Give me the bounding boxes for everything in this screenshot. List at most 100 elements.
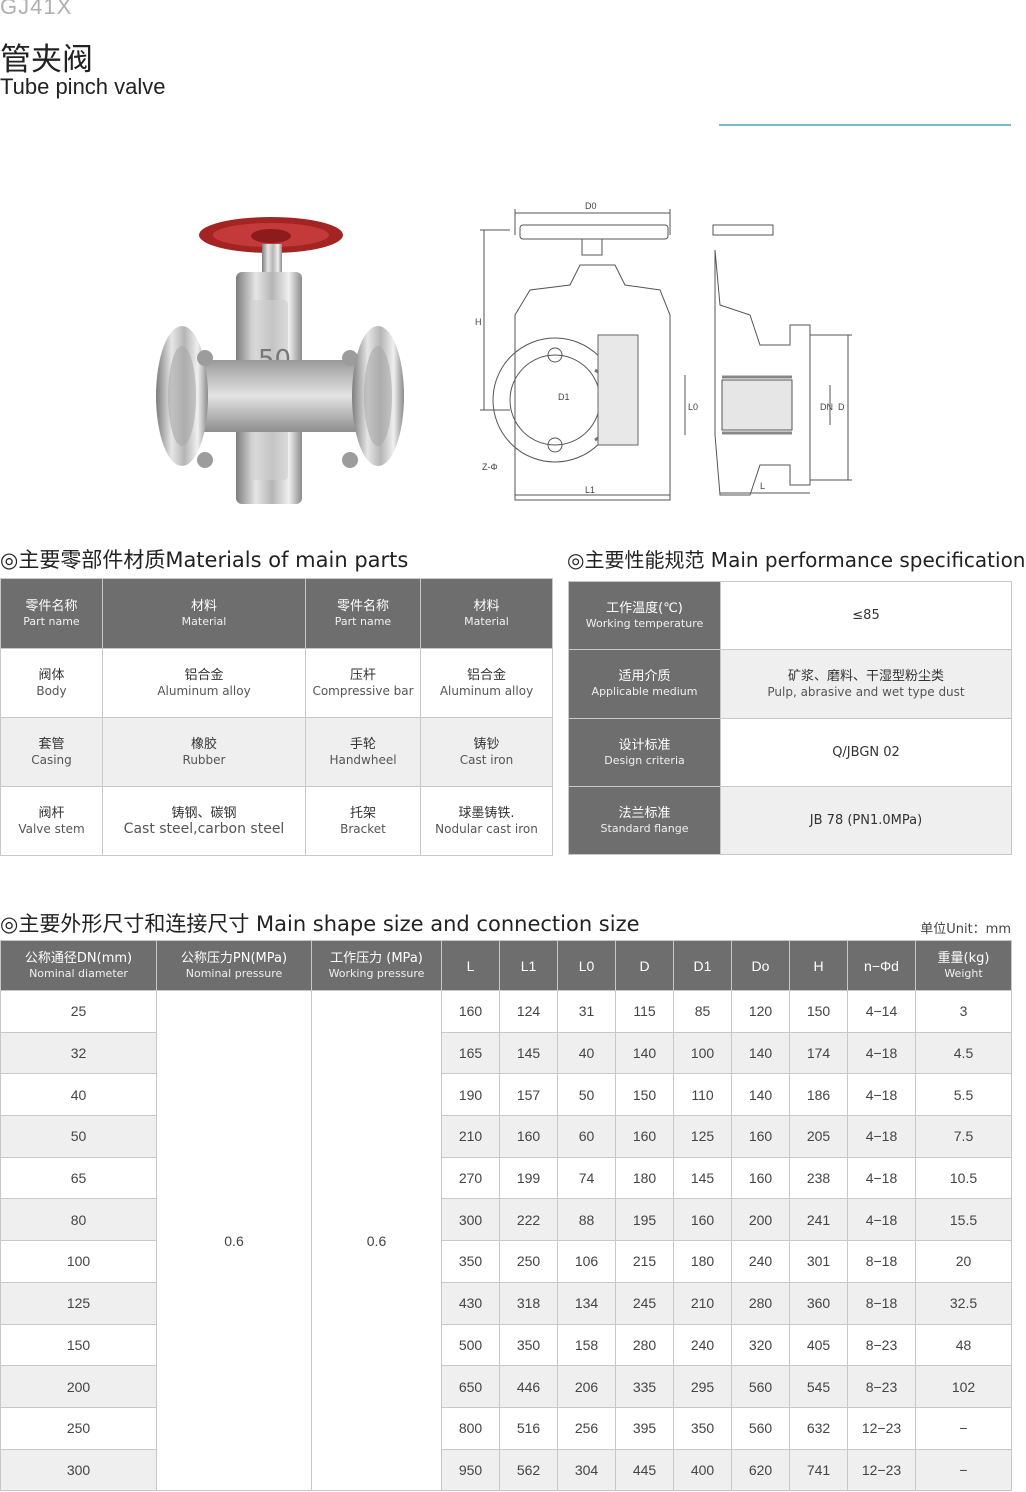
performance-section-title: ◎主要性能规范 Main performance specification bbox=[567, 548, 1026, 572]
dim-cell: 210 bbox=[673, 1281, 732, 1325]
weight-cell: − bbox=[915, 1448, 1012, 1492]
dim-cell: 245 bbox=[615, 1281, 674, 1325]
dim-cell: 157 bbox=[499, 1073, 558, 1117]
dim-cell: 150 bbox=[789, 990, 848, 1033]
dim-cell: 160 bbox=[731, 1156, 790, 1200]
dim-cell: 186 bbox=[789, 1073, 848, 1117]
dn-cell: 200 bbox=[0, 1365, 157, 1408]
weight-cell: 4.5 bbox=[915, 1031, 1012, 1075]
dim-cell: 560 bbox=[731, 1365, 790, 1408]
dim-cell: 304 bbox=[557, 1448, 616, 1492]
dim-cell: 160 bbox=[615, 1115, 674, 1158]
weight-cell: 102 bbox=[915, 1365, 1012, 1408]
dim-cell: 200 bbox=[731, 1198, 790, 1242]
label-D: D bbox=[838, 402, 845, 412]
dim-cell: 545 bbox=[789, 1365, 848, 1408]
dim-cell: 238 bbox=[789, 1156, 848, 1200]
dim-cell: 106 bbox=[557, 1240, 616, 1283]
header-D1: D1 bbox=[673, 940, 732, 991]
header-D: D bbox=[615, 940, 674, 991]
weight-cell: 20 bbox=[915, 1240, 1012, 1283]
dim-cell: 145 bbox=[673, 1156, 732, 1200]
label-L: L bbox=[760, 481, 765, 491]
dim-cell: 395 bbox=[615, 1406, 674, 1450]
dim-cell: 445 bbox=[615, 1448, 674, 1492]
dim-cell: 206 bbox=[557, 1365, 616, 1408]
dim-cell: 50 bbox=[557, 1073, 616, 1117]
header-weight: 重量(kg)Weight bbox=[915, 940, 1012, 991]
header-wp: 工作压力 (MPa)Working pressure bbox=[311, 940, 442, 991]
dim-cell: 180 bbox=[673, 1240, 732, 1283]
dim-cell: 210 bbox=[441, 1115, 500, 1158]
dn-cell: 65 bbox=[0, 1156, 157, 1200]
spec-value: JB 78 (PN1.0MPa) bbox=[720, 786, 1012, 855]
dn-cell: 40 bbox=[0, 1073, 157, 1117]
dn-cell: 300 bbox=[0, 1448, 157, 1492]
page-title-en: Tube pinch valve bbox=[0, 74, 166, 99]
label-L1: L1 bbox=[585, 485, 595, 495]
dim-cell: 205 bbox=[789, 1115, 848, 1158]
model-number: GJ41X bbox=[0, 0, 73, 19]
dim-cell: 400 bbox=[673, 1448, 732, 1492]
dim-cell: 60 bbox=[557, 1115, 616, 1158]
dim-cell: 150 bbox=[615, 1073, 674, 1117]
dim-cell: 199 bbox=[499, 1156, 558, 1200]
weight-cell: 32.5 bbox=[915, 1281, 1012, 1325]
dim-cell: 115 bbox=[615, 990, 674, 1033]
dim-cell: 160 bbox=[673, 1198, 732, 1242]
dim-cell: 31 bbox=[557, 990, 616, 1033]
label-ZPhi: Z-Φ bbox=[482, 462, 498, 472]
dim-cell: 88 bbox=[557, 1198, 616, 1242]
dim-cell: 300 bbox=[441, 1198, 500, 1242]
header-L1: L1 bbox=[499, 940, 558, 991]
dim-cell: 295 bbox=[673, 1365, 732, 1408]
dim-cell: 158 bbox=[557, 1323, 616, 1367]
dimensions-table: 公称通径DN(mm)Nominal diameter 公称压力PN(MPa)No… bbox=[0, 940, 1012, 1492]
dim-cell: 650 bbox=[441, 1365, 500, 1408]
dn-cell: 125 bbox=[0, 1281, 157, 1325]
dim-cell: 180 bbox=[615, 1156, 674, 1200]
dn-cell: 50 bbox=[0, 1115, 157, 1158]
label-D0: D0 bbox=[585, 201, 597, 211]
dim-cell: 318 bbox=[499, 1281, 558, 1325]
accent-divider bbox=[719, 124, 1011, 126]
valve-photo: 50 bbox=[156, 217, 404, 504]
dim-cell: 280 bbox=[731, 1281, 790, 1325]
label-H: H bbox=[475, 317, 482, 327]
label-L0: L0 bbox=[688, 402, 698, 412]
dim-cell: 195 bbox=[615, 1198, 674, 1242]
table-row: 工作温度(℃)Working temperature ≤85 bbox=[568, 581, 1012, 650]
dim-cell: 280 bbox=[615, 1323, 674, 1367]
spec-value: ≤85 bbox=[720, 581, 1012, 650]
dim-cell: 12−23 bbox=[847, 1448, 916, 1492]
dim-cell: 125 bbox=[673, 1115, 732, 1158]
dim-cell: 165 bbox=[441, 1031, 500, 1075]
dim-cell: 8−23 bbox=[847, 1365, 916, 1408]
dim-cell: 215 bbox=[615, 1240, 674, 1283]
dim-cell: 350 bbox=[673, 1406, 732, 1450]
dim-cell: 335 bbox=[615, 1365, 674, 1408]
weight-cell: 7.5 bbox=[915, 1115, 1012, 1158]
dim-cell: 222 bbox=[499, 1198, 558, 1242]
dim-cell: 120 bbox=[731, 990, 790, 1033]
dim-cell: 256 bbox=[557, 1406, 616, 1450]
dim-cell: 74 bbox=[557, 1156, 616, 1200]
dim-cell: 430 bbox=[441, 1281, 500, 1325]
